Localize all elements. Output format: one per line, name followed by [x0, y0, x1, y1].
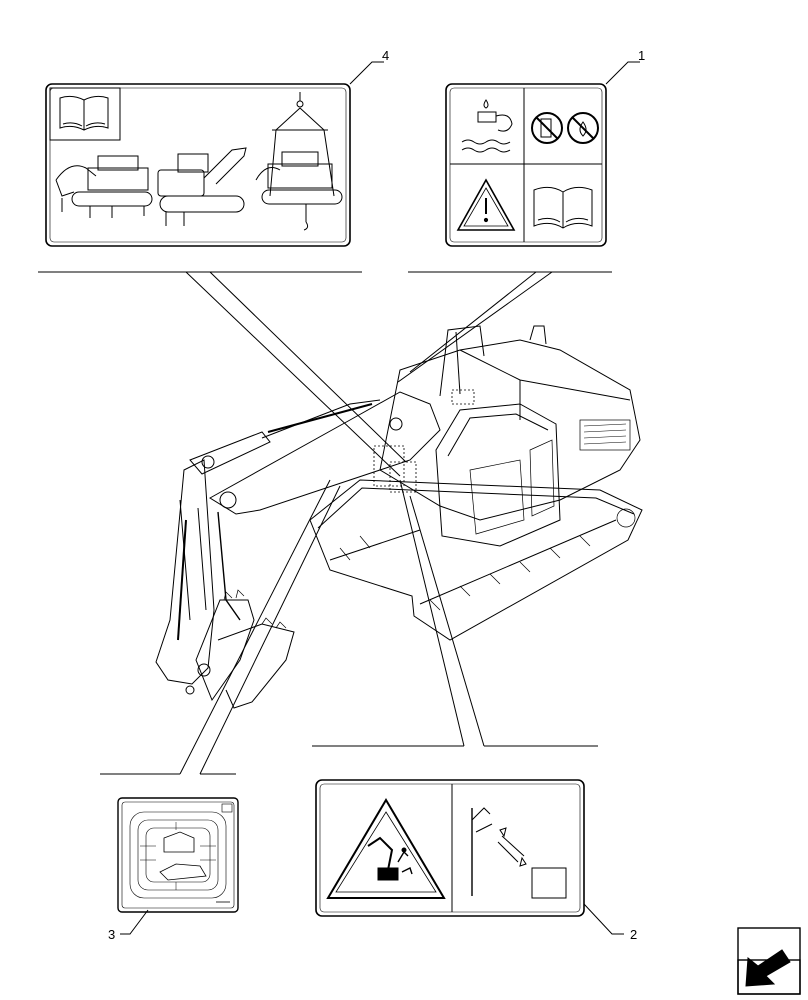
decal-panel-3 — [117, 797, 239, 913]
callout-1: 1 — [605, 48, 645, 85]
open-book-icon — [59, 95, 109, 131]
next-page-arrow-icon[interactable] — [737, 927, 801, 995]
warning-triangle-icon — [456, 178, 516, 231]
decal-panel-2 — [315, 779, 585, 917]
excavator-rear-illustration — [157, 147, 247, 226]
callout-4: 4 — [349, 48, 389, 85]
pinch-point-diagram — [471, 807, 567, 899]
no-smoking-icon — [531, 112, 563, 144]
open-book-icon — [533, 186, 593, 229]
callout-number-1: 1 — [638, 48, 645, 63]
callout-2: 2 — [583, 903, 637, 942]
leader-lines-bottom — [100, 479, 598, 775]
callout-number-2: 2 — [630, 927, 637, 942]
excavator-illustration — [155, 325, 643, 709]
decal-panel-1 — [445, 83, 607, 247]
callout-3: 3 — [108, 909, 149, 942]
warning-triangle-icon — [326, 798, 446, 899]
no-open-flame-icon — [567, 112, 599, 144]
callout-number-3: 3 — [108, 927, 115, 942]
callout-number-4: 4 — [382, 48, 389, 63]
excavator-lifting-illustration — [255, 96, 343, 231]
decal-panel-4 — [45, 83, 351, 247]
excavator-tie-down-illustration — [55, 155, 153, 218]
fuel-fill-icon — [461, 99, 513, 153]
leader-lines-top — [38, 271, 612, 477]
